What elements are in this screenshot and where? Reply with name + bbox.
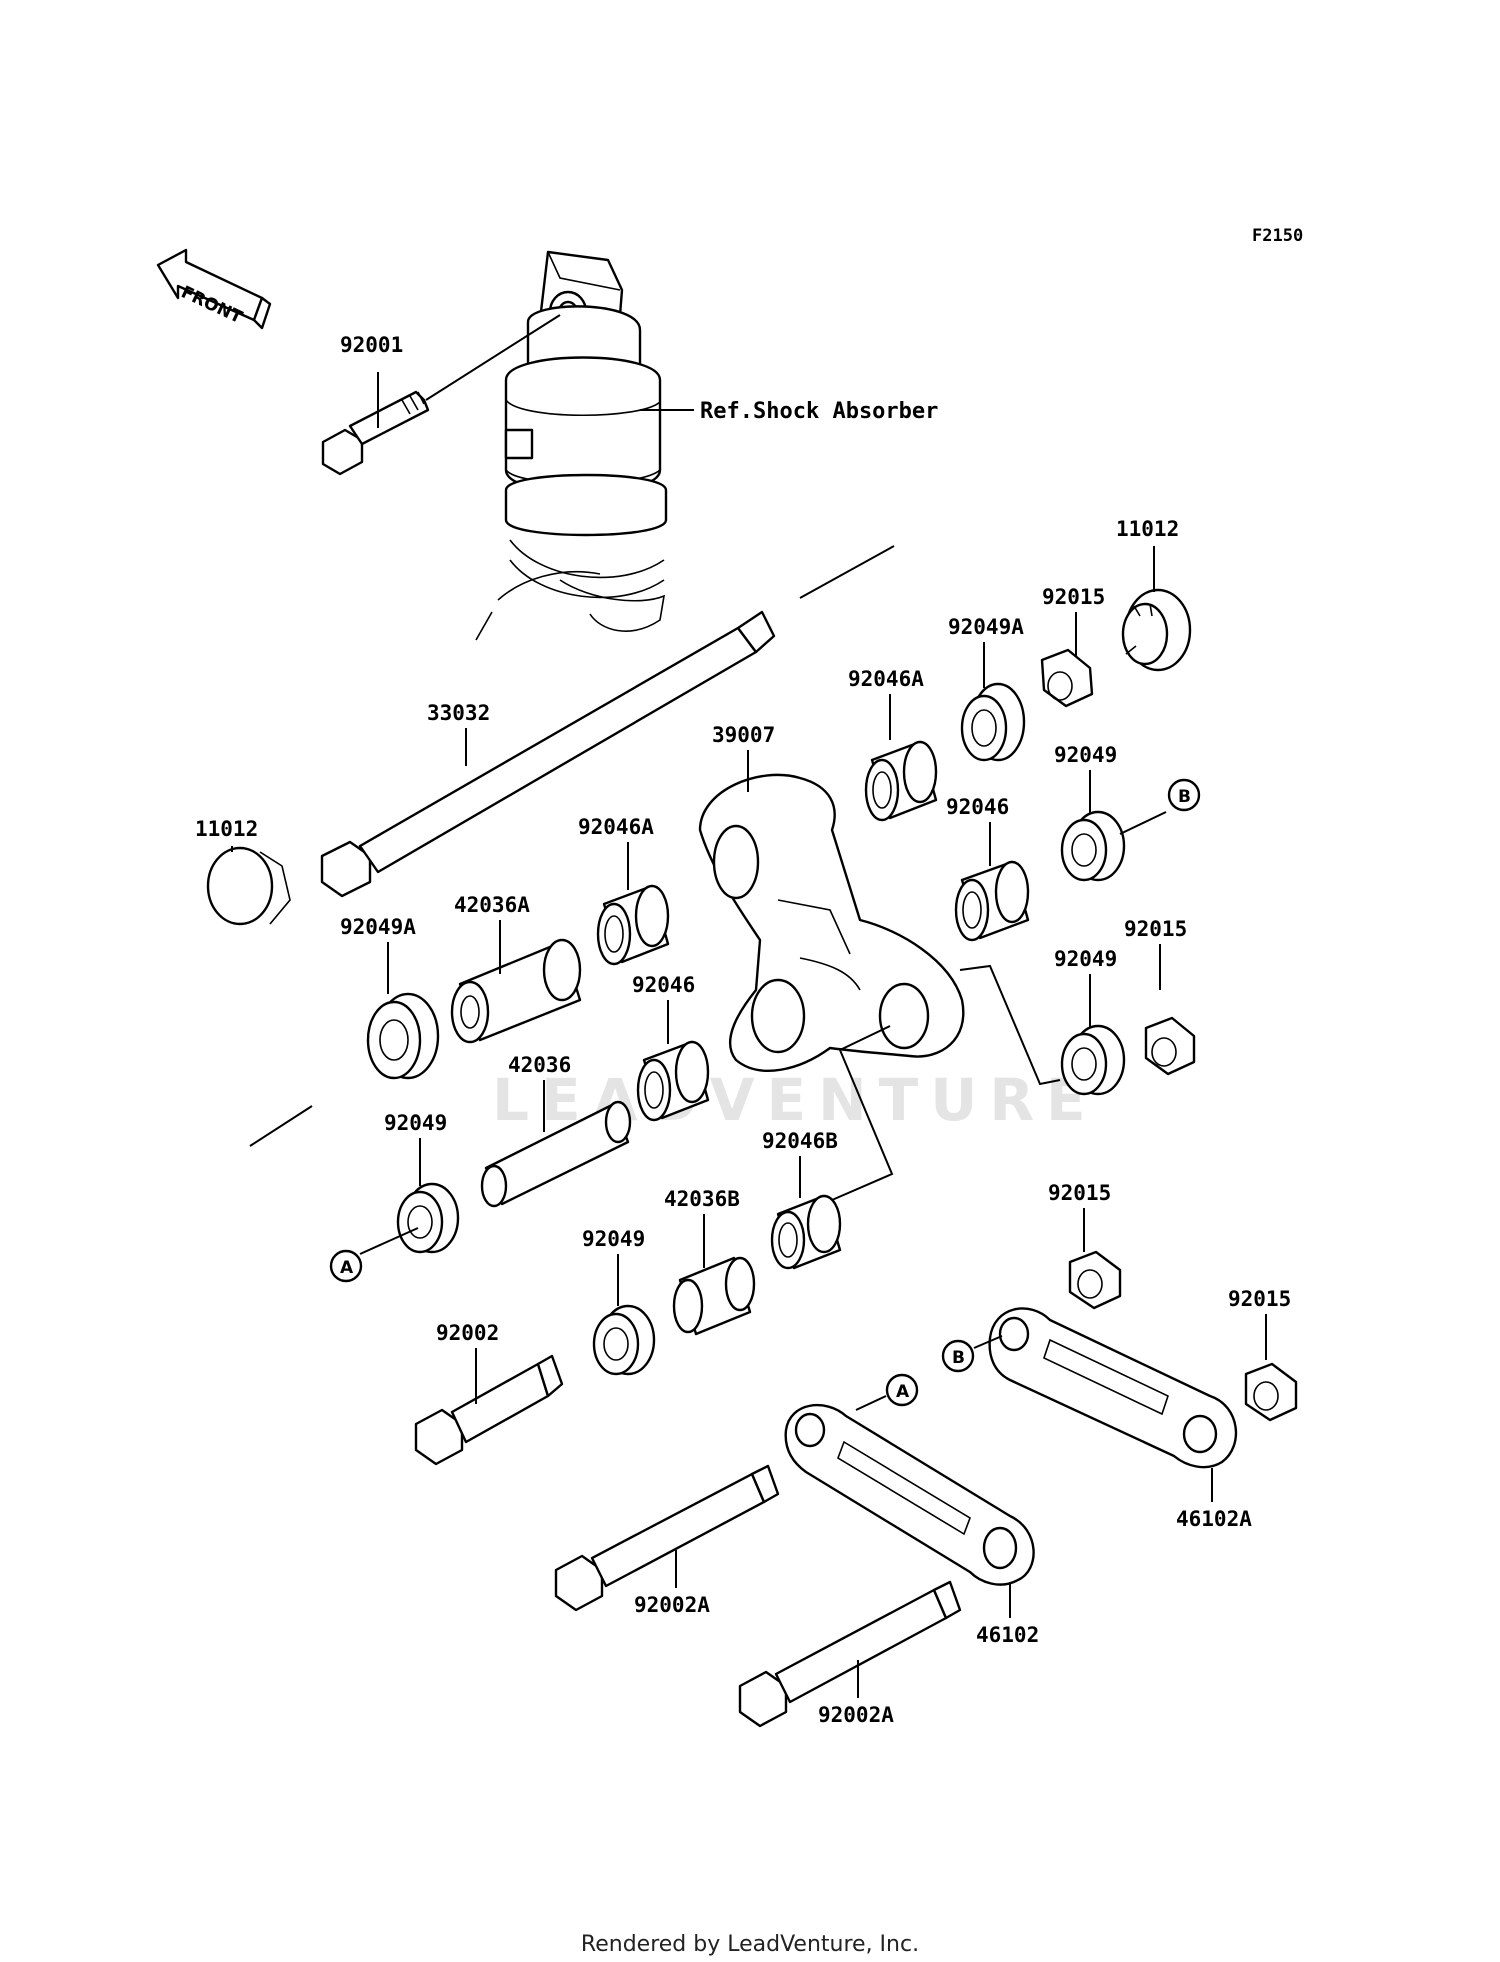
- label-92049-low: 92049: [582, 1227, 645, 1251]
- label-33032: 33032: [427, 701, 490, 725]
- bolt-92002A-upper: [554, 1464, 780, 1612]
- rocker-arm-39007: [698, 773, 965, 1072]
- label-11012-right: 11012: [1116, 517, 1179, 541]
- svg-text:B: B: [952, 1348, 965, 1368]
- label-92046-right: 92046: [946, 795, 1009, 819]
- label-42036A: 42036A: [454, 893, 530, 917]
- shaft-33032: [320, 610, 776, 898]
- diagram-code: F2150: [1252, 226, 1303, 246]
- front-arrow-icon: FRONT: [156, 248, 272, 330]
- collar-92049-mid: [1060, 1024, 1126, 1096]
- marker-a-low: A: [885, 1373, 919, 1407]
- collar-42036B: [672, 1256, 756, 1336]
- label-11012-left: 11012: [195, 817, 258, 841]
- nut-92015-mid: [1144, 1016, 1196, 1076]
- nut-92015-low: [1068, 1250, 1122, 1310]
- label-92046A-mid: 92046A: [578, 815, 654, 839]
- collar-92049-left: [396, 1182, 460, 1254]
- label-92001: 92001: [340, 333, 403, 357]
- bearing-92046A-mid: [596, 884, 670, 966]
- svg-text:A: A: [340, 1258, 354, 1278]
- label-92015-low: 92015: [1048, 1181, 1111, 1205]
- nut-92015-right: [1244, 1362, 1298, 1422]
- shock-absorber-reference: [475, 250, 668, 641]
- bolt-92002A-lower: [738, 1580, 962, 1728]
- label-46102A: 46102A: [1176, 1507, 1252, 1531]
- label-39007: 39007: [712, 723, 775, 747]
- bolt-92002: [414, 1354, 564, 1466]
- label-92002A-upper: 92002A: [634, 1593, 710, 1617]
- svg-text:A: A: [896, 1382, 910, 1402]
- collar-42036: [480, 1100, 632, 1208]
- bearing-92046B: [770, 1194, 842, 1270]
- label-92049-left: 92049: [384, 1111, 447, 1135]
- label-92015-top: 92015: [1042, 585, 1105, 609]
- label-92002A-lower: 92002A: [818, 1703, 894, 1727]
- label-92046-mid: 92046: [632, 973, 695, 997]
- bearing-92046A-top: [864, 740, 938, 822]
- marker-b-top: B: [1167, 778, 1201, 812]
- collar-92049-b: [1060, 810, 1126, 882]
- link-46102: [784, 1403, 1035, 1586]
- label-92015-mid: 92015: [1124, 917, 1187, 941]
- collar-92049A-top: [960, 682, 1026, 762]
- marker-a-left: A: [329, 1249, 363, 1283]
- label-42036B: 42036B: [664, 1187, 740, 1211]
- bearing-92046-right: [954, 860, 1030, 942]
- label-92002: 92002: [436, 1321, 499, 1345]
- label-92049A-top: 92049A: [948, 615, 1024, 639]
- cap-11012-right: [1121, 588, 1192, 672]
- label-92046A-top: 92046A: [848, 667, 924, 691]
- collar-92049A-left: [366, 992, 440, 1080]
- label-42036: 42036: [508, 1053, 571, 1077]
- nut-92015-top: [1040, 648, 1094, 708]
- label-92049-mid: 92049: [1054, 947, 1117, 971]
- bearing-92046-mid: [636, 1040, 710, 1122]
- cap-11012-left: [206, 846, 291, 926]
- reference-label: Ref.Shock Absorber: [700, 399, 938, 424]
- label-46102: 46102: [976, 1623, 1039, 1647]
- bolt-92001: [321, 390, 430, 476]
- svg-text:B: B: [1178, 787, 1191, 807]
- label-92046B: 92046B: [762, 1129, 838, 1153]
- label-92015-right: 92015: [1228, 1287, 1291, 1311]
- label-92049-b: 92049: [1054, 743, 1117, 767]
- marker-b-low: B: [941, 1339, 975, 1373]
- footer-credit: Rendered by LeadVenture, Inc.: [580, 1932, 920, 1957]
- label-92049A-left: 92049A: [340, 915, 416, 939]
- collar-92049-low: [592, 1304, 656, 1376]
- collar-42036A: [450, 938, 582, 1044]
- link-46102A: [988, 1307, 1238, 1469]
